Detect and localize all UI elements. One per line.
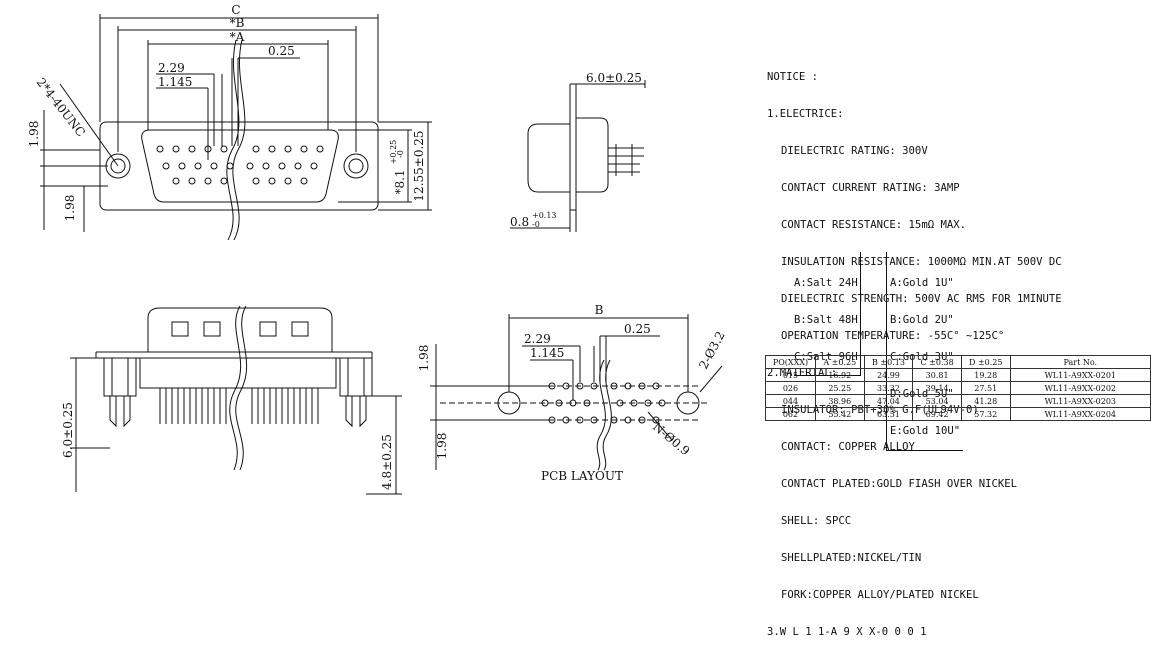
pcb-layout-labels: PCB LAYOUT B 2.29 1.145 0.25 1.98 1.98 2… — [417, 303, 728, 483]
table-header: PO(XXX) — [765, 355, 816, 369]
table-row: 062 55.42 63.51 69.42 57.32 WL11-A9XX-02… — [765, 407, 1151, 421]
table-cell: 026 — [765, 381, 816, 395]
table-row: 015 16.92 24.99 30.81 19.28 WL11-A9XX-02… — [765, 368, 1151, 382]
table-cell: 30.81 — [912, 368, 962, 382]
notice-title: NOTICE : — [767, 70, 819, 83]
dim-a: *A — [230, 30, 245, 44]
dim-side-08: 0.8 — [510, 215, 529, 229]
side-view-labels: 6.0±0.25 0.8 +0.13 -0 — [510, 71, 642, 229]
table-row: 026 25.25 33.32 39.14 27.51 WL11-A9XX-02… — [765, 381, 1151, 395]
pcb-dim-025: 0.25 — [624, 322, 651, 336]
dim-198-top: 1.98 — [27, 121, 41, 148]
electric-line: DIELECTRIC RATING: 300V — [781, 144, 928, 157]
table-cell: WL11-A9XX-0204 — [1009, 407, 1151, 421]
material-line: SHELLPLATED:NICKEL/TIN — [781, 552, 922, 565]
pcb-dim-hole: 2-Ø3.2 — [696, 329, 727, 371]
table-header: Part No. — [1009, 355, 1151, 369]
part-code: 3.W L 1 1-A 9 X X-0 0 0 1 — [767, 626, 927, 639]
electric-line: CONTACT CURRENT RATING: 3AMP — [781, 181, 960, 194]
pcb-dim-198-bot: 1.98 — [435, 433, 449, 460]
electric-line: OPERATION TEMPERATURE: -55C° ~125C° — [781, 329, 1005, 342]
dim-side-08-tol-lower: -0 — [532, 220, 540, 229]
pcb-dim-198-top: 1.98 — [417, 345, 431, 372]
table-header: A ±0.25 — [814, 355, 865, 369]
dim-81-tol-lower: -0 — [396, 150, 405, 158]
lower-view — [70, 305, 402, 495]
pcb-layout — [430, 314, 723, 471]
electric-line: INSULATION RESISTANCE: 1000MΩ MIN.AT 500… — [781, 255, 1062, 268]
table-cell: 69.42 — [912, 407, 962, 421]
dim-b: *B — [230, 16, 245, 30]
material-line: SHELL: SPCC — [781, 515, 852, 528]
table-cell: 38.96 — [814, 394, 865, 408]
pcb-dim-pin-hole: N-Ø0.9 — [650, 420, 692, 459]
material-line: CONTACT PLATED:GOLD FIASH OVER NICKEL — [781, 478, 1017, 491]
table-cell: 015 — [765, 368, 816, 382]
dim-1255: 12.55±0.25 — [412, 130, 426, 201]
table-cell: 062 — [765, 407, 816, 421]
side-view — [510, 80, 646, 232]
front-d-shell — [141, 129, 339, 203]
table-cell: WL11-A9XX-0202 — [1009, 381, 1151, 395]
table-cell: 27.51 — [960, 381, 1011, 395]
electric-line: DIELECTRIC STRENGTH: 500V AC RMS FOR 1MI… — [781, 292, 1062, 305]
table-cell: 53.04 — [912, 394, 962, 408]
dim-025: 0.25 — [268, 44, 295, 58]
pcb-dim-1145: 1.145 — [530, 346, 564, 360]
front-mount-hole-right — [343, 153, 369, 179]
dim-48: 4.8±0.25 — [380, 434, 394, 490]
dim-side-08-tol-upper: +0.13 — [532, 211, 557, 220]
dim-1145: 1.145 — [158, 75, 192, 89]
material-line: FORK:COPPER ALLOY/PLATED NICKEL — [781, 589, 979, 602]
dim-81: *8.1 — [393, 169, 407, 194]
table-cell: WL11-A9XX-0201 — [1009, 368, 1151, 382]
dim-229: 2.29 — [158, 61, 185, 75]
table-cell: 57.32 — [960, 407, 1011, 421]
dim-60: 6.0±0.25 — [61, 402, 75, 458]
gold-option: E:Gold 10U" — [890, 424, 961, 437]
table-cell: 41.28 — [960, 394, 1011, 408]
gold-option: B:Gold 2U" — [890, 313, 954, 326]
dimension-table: PO(XXX) A ±0.25 B ±0.13 C ±0.38 D ±0.25 … — [765, 355, 1151, 421]
pcb-caption: PCB LAYOUT — [541, 469, 623, 483]
table-cell: 24.99 — [863, 368, 914, 382]
dim-198-bot: 1.98 — [63, 195, 77, 222]
dim-81-tol-upper: +0.25 — [389, 140, 398, 165]
pcb-dim-b: B — [595, 303, 604, 317]
table-row: 044 38.96 47.04 53.04 41.28 WL11-A9XX-02… — [765, 394, 1151, 408]
salt-option: B:Salt 48H — [794, 313, 858, 326]
table-cell: WL11-A9XX-0203 — [1009, 394, 1151, 408]
table-header-row: PO(XXX) A ±0.25 B ±0.13 C ±0.38 D ±0.25 … — [765, 355, 1151, 369]
table-cell: 63.51 — [863, 407, 914, 421]
dim-side-width: 6.0±0.25 — [586, 71, 642, 85]
electric-line: CONTACT RESISTANCE: 15mΩ MAX. — [781, 218, 966, 231]
lower-view-labels: 6.0±0.25 4.8±0.25 — [61, 402, 394, 490]
gold-option: A:Gold 1U" — [890, 276, 954, 289]
section-electric-title: 1.ELECTRICE: — [767, 107, 844, 120]
salt-option: A:Salt 24H — [794, 276, 858, 289]
dim-c: C — [231, 3, 240, 17]
table-cell: 33.32 — [863, 381, 914, 395]
table-cell: 55.42 — [814, 407, 865, 421]
table-cell: 044 — [765, 394, 816, 408]
front-view-labels: C *B *A 0.25 2.29 1.145 2*4-40UNC 1.98 1… — [27, 3, 426, 221]
table-cell: 47.04 — [863, 394, 914, 408]
table-cell: 25.25 — [814, 381, 865, 395]
pcb-dim-229: 2.29 — [524, 332, 551, 346]
table-cell: 19.28 — [960, 368, 1011, 382]
front-view — [40, 14, 432, 241]
table-cell: 16.92 — [814, 368, 865, 382]
table-header: C ±0.38 — [912, 355, 962, 369]
technical-drawing: C *B *A 0.25 2.29 1.145 2*4-40UNC 1.98 1… — [27, 3, 728, 495]
table-header: B ±0.13 — [863, 355, 914, 369]
table-header: D ±0.25 — [960, 355, 1011, 369]
table-cell: 39.14 — [912, 381, 962, 395]
